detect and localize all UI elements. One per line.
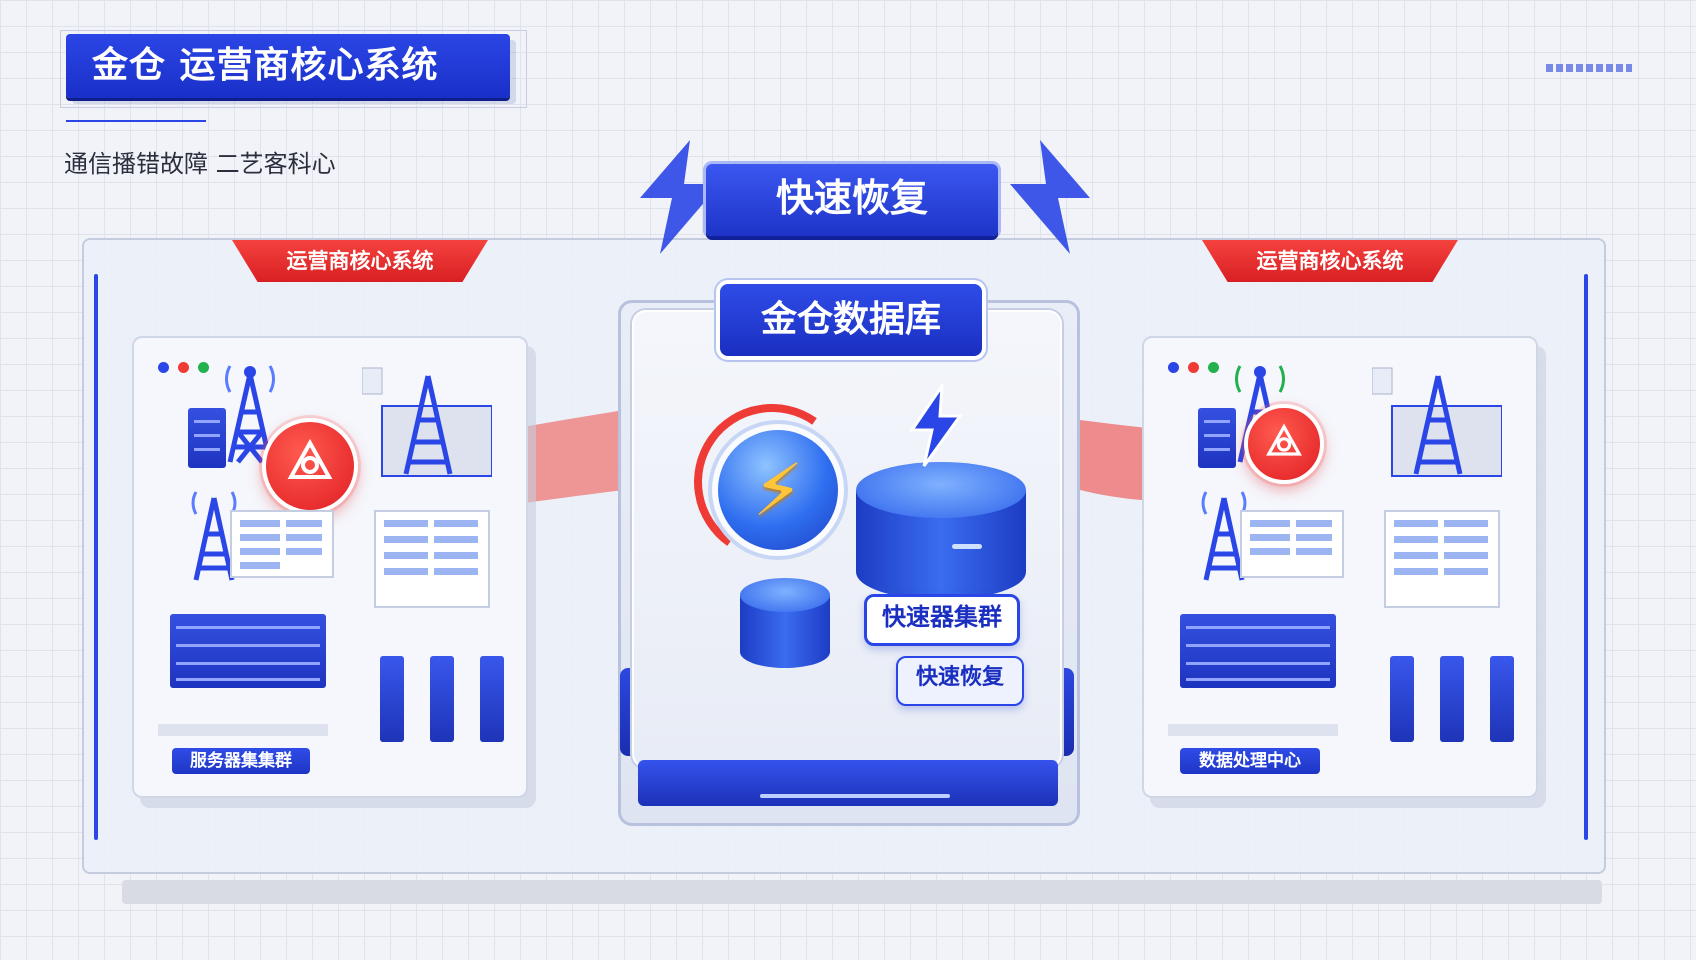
- server-cabinet: [430, 656, 454, 742]
- page-indicator: [1546, 64, 1632, 72]
- server-cabinet: [1490, 656, 1514, 742]
- base-bar: [1168, 724, 1338, 736]
- server-rack-icon: [188, 408, 226, 468]
- power-orb: ⚡: [718, 430, 838, 550]
- recovery-banner: 快速恢复: [706, 164, 998, 236]
- right-system-card: 数据处理中心: [1142, 336, 1538, 798]
- data-center-tag: 数据处理中心: [1180, 748, 1320, 774]
- tower-icon-3: [191, 491, 237, 581]
- window-dot-green: [198, 362, 209, 373]
- server-cabinet: [380, 656, 404, 742]
- recover-label: 快速恢复: [896, 656, 1024, 706]
- frame-base: [638, 760, 1058, 806]
- lightning-icon-db: [909, 384, 963, 467]
- window-dot-red: [1188, 362, 1199, 373]
- server-cabinet: [480, 656, 504, 742]
- left-accent-bar: [94, 274, 98, 840]
- lightning-icon-left: [640, 140, 720, 254]
- monitor-screen-2: [374, 510, 490, 608]
- database-title: 金仓数据库: [720, 284, 982, 356]
- tower-icon-2: [362, 367, 492, 477]
- cluster-label: 快速器集群: [864, 594, 1020, 646]
- server-rack-icon-2: [1180, 614, 1336, 688]
- monitor-screen: [230, 510, 334, 578]
- server-rack-icon: [1198, 408, 1236, 468]
- tower-icon: [225, 365, 275, 464]
- base-glow: [760, 794, 950, 798]
- database-icon-small: [740, 578, 830, 678]
- left-ribbon: 运营商核心系统: [232, 240, 488, 282]
- window-dot-green: [1208, 362, 1219, 373]
- window-dot-blue: [1168, 362, 1179, 373]
- monitor-screen-2: [1384, 510, 1500, 608]
- title-underline: [66, 120, 206, 122]
- lightning-icon: ⚡: [752, 448, 804, 532]
- base-bar: [158, 724, 328, 736]
- window-dot-red: [178, 362, 189, 373]
- title-frame: [60, 30, 527, 108]
- server-cabinet: [1390, 656, 1414, 742]
- right-accent-bar: [1584, 274, 1588, 840]
- panel-shadow: [122, 880, 1602, 904]
- page-subtitle: 通信播错故障 二艺客科心: [64, 150, 336, 178]
- right-ribbon: 运营商核心系统: [1202, 240, 1458, 282]
- lightning-icon-right: [1010, 140, 1090, 254]
- server-cabinet: [1440, 656, 1464, 742]
- server-rack-icon-2: [170, 614, 326, 688]
- alert-bug-icon: [1244, 404, 1324, 484]
- page-title: 金仓 运营商核心系统: [66, 34, 510, 98]
- monitor-screen: [1240, 510, 1344, 578]
- left-system-card: 服务器集集群: [132, 336, 528, 798]
- cluster-tag: 服务器集集群: [172, 748, 310, 774]
- tower-icon-2: [1372, 367, 1502, 477]
- window-dot-blue: [158, 362, 169, 373]
- database-icon: [856, 462, 1026, 622]
- alert-bug-icon: [262, 418, 358, 514]
